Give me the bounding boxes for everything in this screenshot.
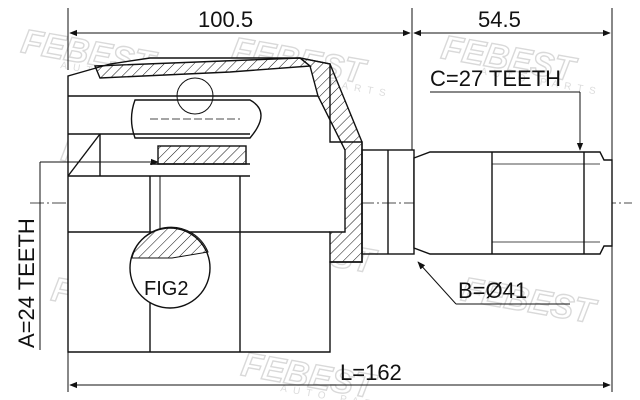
callout-inner-spline [39,158,159,350]
fig2-label: FIG2 [144,278,188,300]
seal-diameter-label: B=Ø41 [458,278,527,303]
callout-seal-diameter [417,261,570,305]
dim-top-left-text: 100.5 [198,7,253,32]
stub-shaft [413,151,613,255]
outer-spline-label: C=27 TEETH [430,66,561,91]
dimension-total [67,246,613,392]
dim-total-text: L=162 [340,360,402,385]
dimension-top-left [67,8,413,150]
dimension-top-right [413,8,613,160]
inner-spline-label: A=24 TEETH [14,218,39,348]
fig2-detail: FIG2 [129,176,211,309]
callout-outer-spline [430,91,584,151]
dim-top-right-text: 54.5 [478,7,521,32]
housing [67,57,415,353]
